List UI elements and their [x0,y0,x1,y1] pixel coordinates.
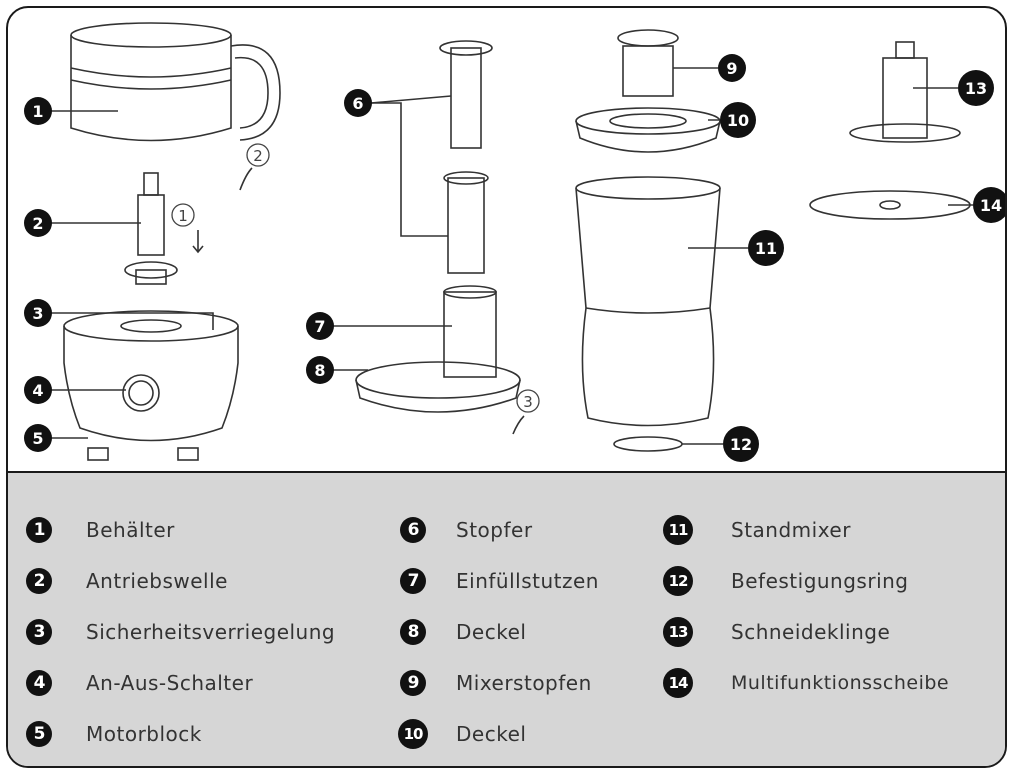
legend-item: 4 An-Aus-Schalter [26,666,253,700]
callout-10: 10 [727,111,749,130]
legend-number: 7 [400,568,426,594]
legend-number: 12 [663,566,693,596]
feed-tube-lid-drawing [355,285,521,413]
legend-item: 8 Deckel [400,615,526,649]
legend-number: 8 [400,619,426,645]
legend-number: 10 [398,719,428,749]
parts-illustration: 2 1 3 1 2 3 4 [24,22,1005,462]
step-mark: 2 [253,147,263,165]
legend-item: 3 Sicherheitsverriegelung [26,615,335,649]
legend-item: 2 Antriebswelle [26,564,228,598]
callout-6: 6 [352,94,363,113]
callout-4: 4 [32,381,43,400]
callout-5: 5 [32,429,43,448]
legend-label: Deckel [456,620,527,644]
legend-item: 6 Stopfer [400,513,533,547]
callout-2: 2 [32,214,43,233]
callout-14: 14 [980,196,1002,215]
step-mark: 3 [523,393,533,411]
figure-frame: 2 1 3 1 2 3 4 [6,6,1007,768]
callout-12: 12 [730,435,752,454]
legend-number: 13 [663,617,693,647]
legend-label: Antriebswelle [86,569,228,593]
legend-number: 2 [26,568,52,594]
legend-number: 6 [400,517,426,543]
legend-item: 14 Multifunktionsscheibe [663,666,949,700]
legend-number: 4 [26,670,52,696]
blender-stopper-drawing [617,29,679,97]
legend-item: 13 Schneideklinge [663,615,890,649]
legend-label: Stopfer [456,518,533,542]
blender-lid-drawing [575,107,721,153]
legend-label: Mixerstopfen [456,671,592,695]
exploded-diagram: 2 1 3 1 2 3 4 [8,8,1005,471]
legend-item: 11 Standmixer [663,513,851,547]
callout-13: 13 [965,79,987,98]
legend-label: Schneideklinge [731,620,891,644]
callout-3: 3 [32,304,43,323]
callout-9: 9 [726,59,737,78]
pusher-drawing [370,40,493,274]
legend-label: An-Aus-Schalter [86,671,254,695]
legend-label: Behälter [86,518,175,542]
legend-label: Multifunktionsscheibe [731,672,950,694]
legend-label: Motorblock [86,722,202,746]
legend-item: 5 Motorblock [26,717,202,751]
legend-label: Befestigungsring [731,569,909,593]
bowl-drawing [70,22,281,142]
callout-7: 7 [314,317,325,336]
blender-jar-drawing [575,176,721,427]
legend-item: 1 Behälter [26,513,175,547]
legend-number: 5 [26,721,52,747]
disc-drawing [809,190,971,220]
sealing-ring-drawing [613,436,683,452]
legend-item: 9 Mixerstopfen [400,666,592,700]
shaft-drawing [124,172,178,285]
legend-label: Deckel [456,722,527,746]
legend-item: 12 Befestigungsring [663,564,909,598]
legend-number: 11 [663,515,693,545]
callout-1: 1 [32,102,43,121]
callout-8: 8 [314,361,325,380]
legend-item: 7 Einfüllstutzen [400,564,599,598]
legend-number: 1 [26,517,52,543]
parts-legend: 1 Behälter 2 Antriebswelle 3 Sicherheits… [8,471,1005,766]
legend-number: 9 [400,670,426,696]
legend-label: Standmixer [731,518,851,542]
blade-drawing [849,41,961,143]
legend-item: 10 Deckel [398,717,526,751]
legend-number: 3 [26,619,52,645]
legend-number: 14 [663,668,693,698]
step-mark: 1 [178,207,188,225]
legend-label: Sicherheitsverriegelung [86,620,336,644]
motor-base-drawing [63,310,239,461]
callout-11: 11 [755,239,777,258]
legend-label: Einfüllstutzen [456,569,599,593]
